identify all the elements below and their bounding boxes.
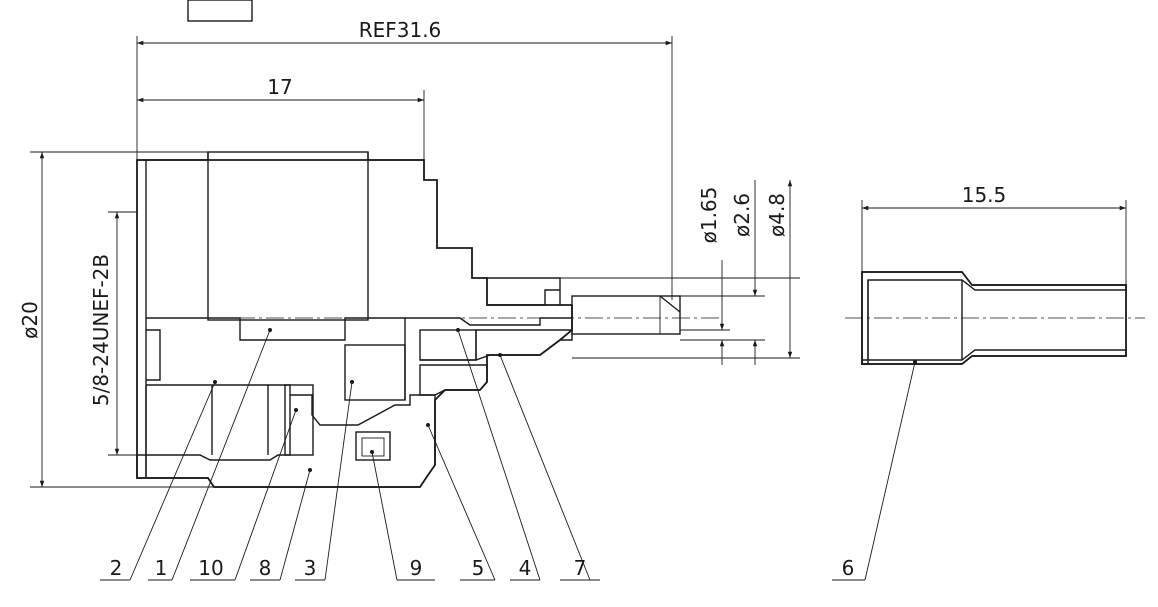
dim-thread: 5/8-24UNEF-2B [89,254,113,406]
gasket-10 [284,384,314,456]
dim-dia-1: ø1.65 [697,187,721,244]
insulator-3 [344,344,406,401]
dim-ferrule-length: 15.5 [962,183,1007,207]
callout-2: 2 [110,556,123,580]
callouts: 2 1 10 8 3 9 5 4 7 6 [100,328,917,581]
ferrule-part-6 [845,271,1145,365]
title-box-fragment [187,0,253,22]
cable-section [571,295,681,335]
oring-9 [355,431,391,461]
knurled-coupling-nut [207,151,369,321]
callout-1: 1 [155,556,168,580]
dim-body-length: 17 [267,75,292,99]
body-hatched-section [136,394,436,488]
connector-outline [136,159,573,488]
contact-4 [419,329,477,361]
connector-body [136,151,720,488]
dim-ref-length: REF31.6 [359,18,442,42]
callout-10: 10 [198,556,223,580]
callout-9: 9 [410,556,423,580]
dim-outer-diameter: ø20 [18,301,42,339]
callout-5: 5 [472,556,485,580]
dimensions: REF31.6 17 15.5 ø20 5/8-24UNEF-2B ø1.65 … [18,18,1127,488]
callout-4: 4 [519,556,532,580]
callout-6: 6 [842,556,855,580]
callout-8: 8 [259,556,272,580]
dim-dia-3: ø4.8 [765,193,789,237]
callout-7: 7 [574,556,587,580]
callout-3: 3 [304,556,317,580]
dim-dia-2: ø2.6 [730,193,754,237]
